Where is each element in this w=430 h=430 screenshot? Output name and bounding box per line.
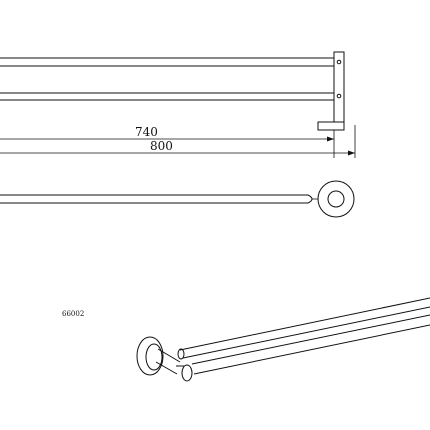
top-view-rosette-outer [317,180,355,218]
perspective-arm-bottom [155,361,178,375]
bracket-foot [317,121,345,131]
perspective-upper-bar-top [179,297,430,351]
dimension-label-740: 740 [135,125,158,139]
mounting-hole-lower [336,93,342,99]
front-view [0,51,345,131]
top-view [0,180,355,218]
dimension-arrow-740 [327,136,334,142]
wall-bracket-plate [333,51,345,123]
perspective-arm-top [157,348,181,363]
perspective-rosette-inner [145,343,163,371]
perspective-upper-bar-bottom [182,306,430,359]
top-view-rosette-inner [327,190,345,208]
perspective-lower-bar-bottom [193,324,430,375]
dimension-group: 740 800 [0,125,356,158]
dimension-label-800: 800 [150,139,173,153]
dimension-arrow-800 [348,150,355,156]
model-code: 66002 [62,310,84,318]
top-view-bar-end [307,194,313,204]
mounting-hole-upper [336,59,342,65]
perspective-lower-bar-top [191,314,430,365]
perspective-view [136,297,430,382]
perspective-lower-bar-end [181,364,193,382]
perspective-rosette-outer [136,336,164,376]
perspective-upper-bar-end [177,348,185,360]
